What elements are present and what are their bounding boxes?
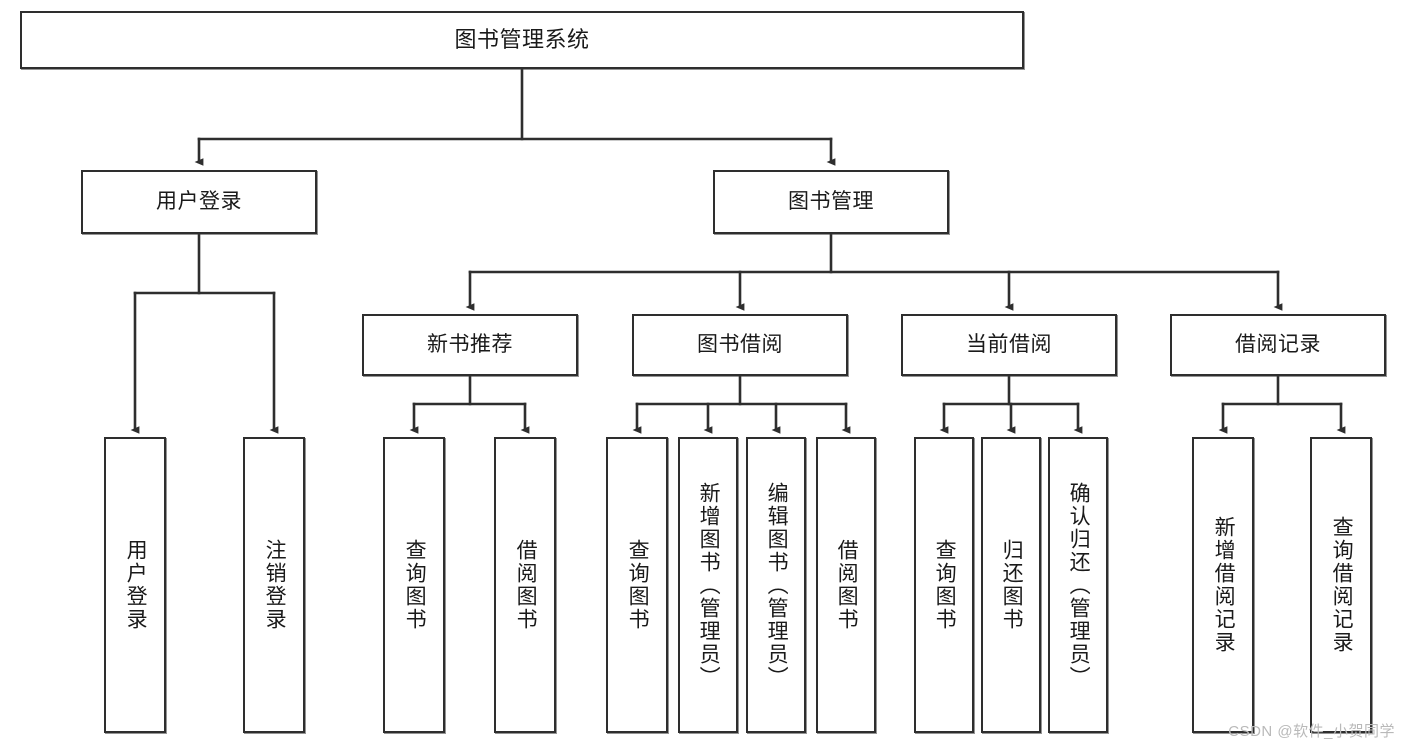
node-label: 借阅图书 <box>835 539 859 631</box>
node-label: 注销登录 <box>263 539 287 631</box>
node-book-management[interactable]: 图书管理 <box>713 170 949 234</box>
node-label: 新增图书（管理员） <box>697 481 721 689</box>
node-label: 图书借阅 <box>697 333 783 357</box>
node-label: 归还图书 <box>1000 539 1024 631</box>
node-book-borrow[interactable]: 图书借阅 <box>632 314 848 376</box>
leaf-current-borrow-confirm-return-admin[interactable]: 确认归还（管理员） <box>1048 437 1108 733</box>
node-label: 借阅记录 <box>1235 333 1321 357</box>
node-label: 查询借阅记录 <box>1330 516 1354 654</box>
node-label: 当前借阅 <box>966 333 1052 357</box>
node-label: 用户登录 <box>124 539 148 631</box>
node-label: 新增借阅记录 <box>1212 516 1236 654</box>
leaf-book-borrow-borrow-book[interactable]: 借阅图书 <box>816 437 876 733</box>
node-new-book-recommend[interactable]: 新书推荐 <box>362 314 578 376</box>
node-user-login[interactable]: 用户登录 <box>81 170 317 234</box>
leaf-user-login-login[interactable]: 用户登录 <box>104 437 166 733</box>
node-label: 查询图书 <box>403 539 427 631</box>
leaf-book-borrow-query-book[interactable]: 查询图书 <box>606 437 668 733</box>
node-root-system[interactable]: 图书管理系统 <box>20 11 1024 69</box>
leaf-borrow-record-query-record[interactable]: 查询借阅记录 <box>1310 437 1372 733</box>
leaf-user-login-logout[interactable]: 注销登录 <box>243 437 305 733</box>
leaf-current-borrow-query-book[interactable]: 查询图书 <box>914 437 974 733</box>
node-current-borrow[interactable]: 当前借阅 <box>901 314 1117 376</box>
node-label: 借阅图书 <box>514 539 538 631</box>
leaf-new-book-borrow-book[interactable]: 借阅图书 <box>494 437 556 733</box>
leaf-book-borrow-edit-book-admin[interactable]: 编辑图书（管理员） <box>746 437 806 733</box>
node-label: 查询图书 <box>626 539 650 631</box>
node-label: 查询图书 <box>933 539 957 631</box>
leaf-book-borrow-add-book-admin[interactable]: 新增图书（管理员） <box>678 437 738 733</box>
node-label: 编辑图书（管理员） <box>765 481 789 689</box>
watermark: CSDN @软件_小贺同学 <box>1228 723 1395 740</box>
node-label: 图书管理 <box>788 190 874 214</box>
leaf-current-borrow-return-book[interactable]: 归还图书 <box>981 437 1041 733</box>
node-label: 图书管理系统 <box>454 26 590 52</box>
node-label: 新书推荐 <box>427 333 513 357</box>
node-label: 用户登录 <box>156 190 242 214</box>
leaf-borrow-record-add-record[interactable]: 新增借阅记录 <box>1192 437 1254 733</box>
leaf-new-book-query-book[interactable]: 查询图书 <box>383 437 445 733</box>
node-label: 确认归还（管理员） <box>1067 481 1091 689</box>
node-borrow-record[interactable]: 借阅记录 <box>1170 314 1386 376</box>
